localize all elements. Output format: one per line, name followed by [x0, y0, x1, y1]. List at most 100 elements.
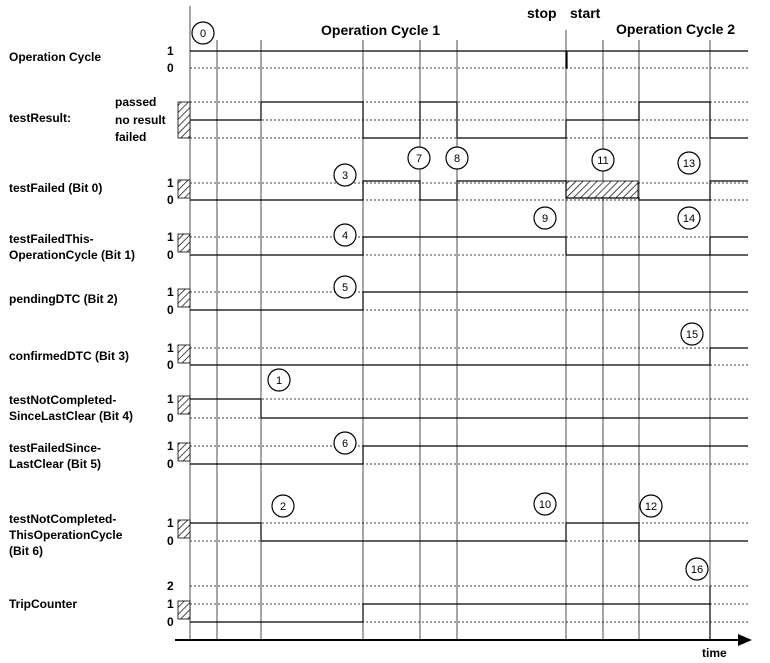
hatch-region: [177, 344, 191, 364]
test-failed-this-op-cycle-wave: [190, 236, 748, 256]
level-zero-label: 0: [167, 411, 174, 425]
level-zero-label: 0: [167, 303, 174, 317]
marker-14: 14: [677, 206, 701, 230]
level-zero-label: 0: [167, 61, 174, 75]
level-zero-label: 0: [167, 358, 174, 372]
test-not-completed-since-last-clear-wave: [190, 398, 748, 419]
hatch-region: [177, 288, 191, 308]
hatch-region: [177, 600, 191, 620]
svg-text:6: 6: [342, 438, 348, 450]
svg-text:15: 15: [686, 329, 698, 341]
waveforms: [190, 50, 748, 640]
trip-counter-label: TripCounter: [9, 597, 77, 611]
test-not-completed-this-op-cycle-label: testNotCompleted-: [9, 512, 116, 526]
vertical-lines: [189, 6, 711, 640]
level-zero-label: 0: [167, 534, 174, 548]
test-failed-wave: [190, 180, 748, 201]
hatch-region: [177, 179, 191, 199]
hatch-region: [177, 101, 191, 139]
hatch-region: [177, 442, 191, 462]
marker-5: 5: [333, 275, 357, 299]
time-axis-label: time: [702, 646, 727, 660]
level-one-label: 1: [167, 285, 174, 299]
marker-4: 4: [333, 223, 357, 247]
level-zero-label: 0: [167, 615, 174, 629]
level-zero-label: 0: [167, 457, 174, 471]
hatch-region: [177, 519, 191, 539]
test-result-label: testResult:: [9, 111, 71, 125]
cycle1-heading: Operation Cycle 1: [321, 22, 440, 38]
svg-text:7: 7: [416, 153, 422, 165]
test-failed-this-op-cycle-label: OperationCycle (Bit 1): [9, 248, 135, 262]
time-axis: [175, 634, 752, 646]
level-one-label: 1: [167, 230, 174, 244]
result-failed-label: failed: [115, 130, 146, 144]
operation-cycle-label: Operation Cycle: [9, 50, 101, 64]
cycle2-heading: Operation Cycle 2: [616, 21, 735, 37]
pending-dtc-label: pendingDTC (Bit 2): [9, 292, 118, 306]
signal-labels: Operation Cycle testResult: testFailed (Bi…: [9, 50, 135, 611]
svg-text:16: 16: [691, 564, 703, 576]
level-one-label: 1: [167, 597, 174, 611]
svg-text:3: 3: [342, 170, 348, 182]
hatch-region: [565, 180, 639, 199]
confirmed-dtc-wave: [190, 347, 748, 366]
confirmed-dtc-label: confirmedDTC (Bit 3): [9, 349, 129, 363]
level-zero-label: 0: [167, 248, 174, 262]
svg-text:2: 2: [280, 501, 286, 513]
test-not-completed-this-op-cycle-label: (Bit 6): [9, 544, 43, 558]
operation-cycle-wave: [190, 50, 748, 69]
marker-2: 2: [271, 494, 295, 518]
marker-0: 0: [191, 21, 215, 45]
test-failed-since-last-clear-label: LastClear (Bit 5): [9, 457, 101, 471]
level-one-label: 1: [167, 392, 174, 406]
level-one-label: 1: [167, 439, 174, 453]
unknown-state-hatches: [177, 101, 639, 620]
level-zero-label: 0: [167, 193, 174, 207]
level-one-label: 1: [167, 44, 174, 58]
svg-text:10: 10: [539, 499, 551, 511]
svg-text:4: 4: [342, 230, 348, 242]
svg-text:0: 0: [200, 28, 206, 40]
hatch-region: [177, 233, 191, 253]
level-two-label: 2: [167, 579, 174, 593]
marker-15: 15: [680, 322, 704, 346]
marker-16: 16: [685, 557, 709, 581]
test-not-completed-this-op-cycle-wave: [190, 522, 748, 542]
result-passed-label: passed: [115, 95, 156, 109]
test-not-completed-since-last-clear-label: testNotCompleted-: [9, 393, 116, 407]
marker-8: 8: [445, 146, 469, 170]
test-not-completed-this-op-cycle-label: ThisOperationCycle: [9, 528, 123, 542]
pending-dtc-wave: [190, 291, 748, 311]
test-not-completed-since-last-clear-label: SinceLastClear (Bit 4): [9, 409, 133, 423]
level-one-label: 1: [167, 516, 174, 530]
svg-text:12: 12: [645, 501, 657, 513]
level-one-label: 1: [167, 176, 174, 190]
test-failed-since-last-clear-wave: [190, 445, 748, 465]
svg-text:1: 1: [276, 375, 282, 387]
hatch-region: [177, 395, 191, 415]
marker-3: 3: [333, 163, 357, 187]
svg-text:5: 5: [342, 282, 348, 294]
trip-counter-wave: [190, 586, 711, 640]
result-no-result-label: no result: [115, 113, 166, 127]
marker-9: 9: [533, 206, 557, 230]
svg-text:13: 13: [683, 158, 695, 170]
marker-11: 11: [591, 148, 615, 172]
svg-text:9: 9: [542, 213, 548, 225]
marker-6: 6: [333, 431, 357, 455]
svg-text:11: 11: [597, 155, 608, 167]
marker-12: 12: [639, 494, 663, 518]
marker-13: 13: [677, 151, 701, 175]
marker-7: 7: [407, 146, 431, 170]
svg-text:8: 8: [454, 153, 460, 165]
test-result-wave: [190, 101, 748, 139]
svg-text:14: 14: [683, 213, 695, 225]
stop-label: stop: [527, 5, 557, 21]
test-failed-label: testFailed (Bit 0): [9, 181, 102, 195]
test-failed-since-last-clear-label: testFailedSince-: [9, 441, 101, 455]
start-label: start: [570, 5, 601, 21]
level-one-label: 1: [167, 341, 174, 355]
